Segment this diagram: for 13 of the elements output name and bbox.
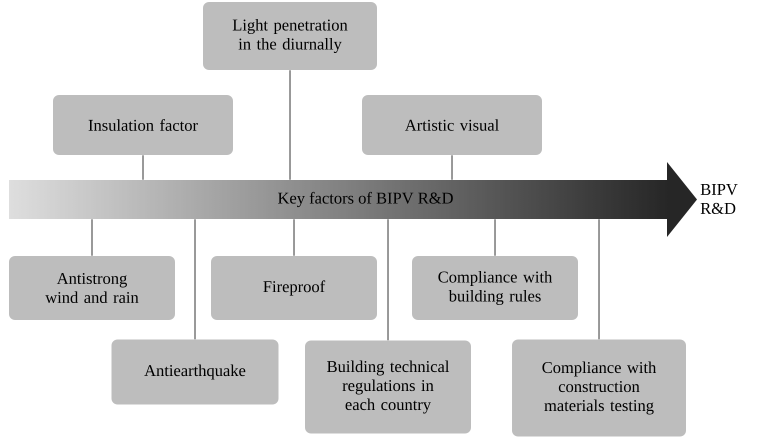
connector-line — [598, 218, 600, 340]
factor-box: Light penetration in the diurnally — [203, 2, 377, 70]
factor-box: Compliance with construction materials testing — [512, 340, 686, 436]
factor-box: Antiearthquake — [112, 340, 278, 404]
factor-box: Artistic visual — [362, 95, 542, 155]
factor-box: Antistrong wind and rain — [9, 256, 175, 320]
factor-box: Building technical regulations in each country — [305, 340, 471, 434]
factor-box: Compliance with building rules — [412, 256, 578, 320]
connector-line — [494, 218, 496, 256]
factor-box: Fireproof — [211, 256, 377, 320]
factor-box: Insulation factor — [53, 95, 233, 155]
connector-line — [142, 154, 144, 180]
connector-line — [194, 218, 196, 340]
